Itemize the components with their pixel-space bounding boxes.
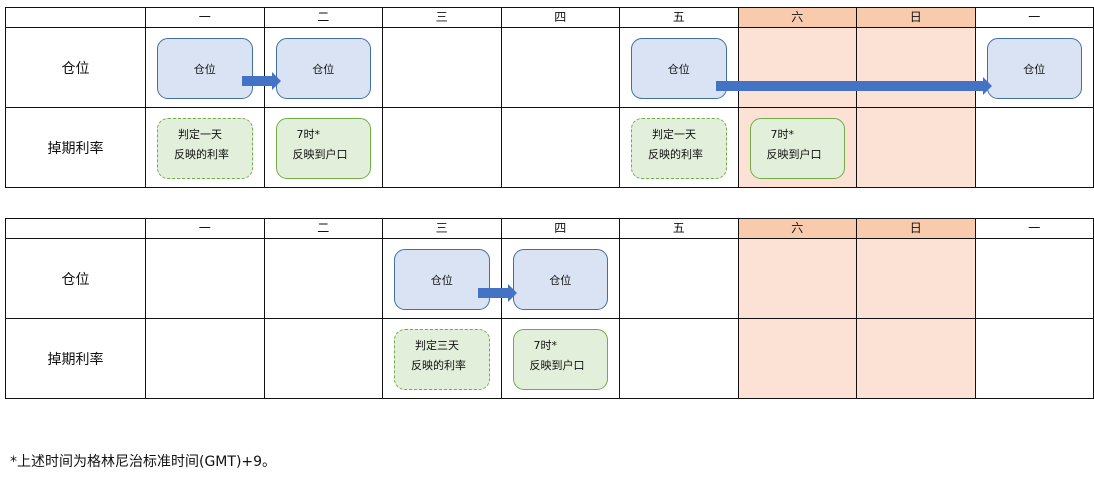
day-cell-weekend: [737, 27, 857, 108]
day-header: 三: [382, 218, 502, 239]
day-header-weekend: 六: [737, 218, 857, 239]
day-cell: [974, 107, 1094, 188]
day-header: 一: [145, 7, 265, 28]
rate-judgement-box: 判定一天 反映的利率: [157, 118, 253, 179]
position-box: 仓位: [631, 38, 727, 99]
rollover-arrow-icon: [478, 284, 517, 302]
rate-judgement-box: 判定一天 反映的利率: [631, 118, 727, 179]
rollover-arrow-icon: [716, 77, 992, 95]
day-cell: [619, 238, 739, 319]
day-cell: 仓位: [619, 27, 739, 108]
day-header: 三: [382, 7, 502, 28]
day-cell: 判定一天 反映的利率: [619, 107, 739, 188]
day-cell: [382, 27, 502, 108]
day-header: 一: [974, 7, 1094, 28]
day-header-weekend: 六: [737, 7, 857, 28]
day-cell-weekend: [856, 107, 976, 188]
day-cell: [974, 238, 1094, 319]
day-cell-weekend: [856, 318, 976, 399]
header-row: 一 二 三 四 五 六 日 一: [5, 7, 1094, 28]
row-label: 掉期利率: [5, 107, 146, 188]
day-cell-weekend: [856, 27, 976, 108]
day-cell: 判定一天 反映的利率: [145, 107, 265, 188]
day-cell-weekend: [737, 318, 857, 399]
day-cell: [619, 318, 739, 399]
rate-box-line2: 反映到户口: [766, 148, 822, 161]
day-header: 二: [263, 7, 383, 28]
rate-box-line2: 反映的利率: [174, 148, 229, 161]
day-cell-weekend: [856, 238, 976, 319]
rollover-arrow-icon: [242, 72, 281, 90]
corner-cell: [5, 218, 146, 239]
rate-applied-box: 7时* 反映到户口: [512, 329, 608, 390]
rate-box-line1: 7时*: [296, 128, 321, 141]
rate-applied-box: 7时* 反映到户口: [275, 118, 371, 179]
day-header: 二: [263, 218, 383, 239]
day-cell: [500, 27, 620, 108]
rate-box-line2: 反映到户口: [529, 359, 585, 372]
rate-box-line1: 判定三天: [415, 339, 459, 352]
rate-box-line1: 7时*: [770, 128, 795, 141]
position-row: 仓位 仓位 仓位: [5, 238, 1094, 319]
day-cell: 仓位: [382, 238, 502, 319]
day-header-weekend: 日: [856, 218, 976, 239]
position-box: 仓位: [157, 38, 253, 99]
day-cell: [263, 318, 383, 399]
day-header-weekend: 日: [856, 7, 976, 28]
swap-rate-row: 掉期利率 判定一天 反映的利率 7时* 反映到户口 判定一天 反映的利率 7时*…: [5, 107, 1094, 188]
position-box: 仓位: [394, 249, 490, 310]
day-cell: 判定三天 反映的利率: [382, 318, 502, 399]
day-cell: [145, 238, 265, 319]
rate-judgement-box: 判定三天 反映的利率: [394, 329, 490, 390]
day-cell: 7时* 反映到户口: [263, 107, 383, 188]
swap-rate-row: 掉期利率 判定三天 反映的利率 7时* 反映到户口: [5, 318, 1094, 399]
day-header: 五: [619, 218, 739, 239]
day-cell: 7时* 反映到户口: [500, 318, 620, 399]
position-box-label: 仓位: [193, 62, 216, 76]
day-cell: 仓位: [145, 27, 265, 108]
day-header: 四: [500, 7, 620, 28]
header-row: 一 二 三 四 五 六 日 一: [5, 218, 1094, 239]
day-cell-weekend: 7时* 反映到户口: [737, 107, 857, 188]
position-box-label: 仓位: [312, 62, 335, 76]
position-box-label: 仓位: [1023, 62, 1046, 76]
position-box: 仓位: [986, 38, 1082, 99]
position-row: 仓位 仓位 仓位 仓位 仓位: [5, 27, 1094, 108]
row-label: 掉期利率: [5, 318, 146, 399]
day-cell: 仓位: [500, 238, 620, 319]
row-label: 仓位: [5, 27, 146, 108]
corner-cell: [5, 7, 146, 28]
day-cell: 仓位: [974, 27, 1094, 108]
day-cell: [500, 107, 620, 188]
day-cell: [263, 238, 383, 319]
position-box-label: 仓位: [667, 62, 690, 76]
rate-box-line1: 7时*: [533, 339, 558, 352]
rate-box-line2: 反映的利率: [411, 359, 466, 372]
rate-box-line1: 判定一天: [178, 128, 222, 141]
position-box-label: 仓位: [549, 273, 572, 287]
row-label: 仓位: [5, 238, 146, 319]
day-cell-weekend: [737, 238, 857, 319]
position-box-label: 仓位: [430, 273, 453, 287]
rate-box-line2: 反映的利率: [648, 148, 703, 161]
day-header: 五: [619, 7, 739, 28]
rate-box-line2: 反映到户口: [292, 148, 348, 161]
position-box: 仓位: [275, 38, 371, 99]
position-box: 仓位: [512, 249, 608, 310]
day-header: 一: [145, 218, 265, 239]
schedule-table-2: 一 二 三 四 五 六 日 一 仓位 仓位 仓位 掉期利率 判定三天 反映的利率: [5, 218, 1094, 399]
rate-applied-box: 7时* 反映到户口: [749, 118, 845, 179]
day-cell: [382, 107, 502, 188]
day-header: 四: [500, 218, 620, 239]
day-cell: 仓位: [263, 27, 383, 108]
day-header: 一: [974, 218, 1094, 239]
day-cell: [145, 318, 265, 399]
day-cell: [974, 318, 1094, 399]
schedule-table-1: 一 二 三 四 五 六 日 一 仓位 仓位 仓位 仓位 仓位 掉期利率 判定一天: [5, 7, 1094, 188]
rate-box-line1: 判定一天: [652, 128, 696, 141]
footnote: *上述时间为格林尼治标准时间(GMT)+9。: [10, 454, 277, 470]
